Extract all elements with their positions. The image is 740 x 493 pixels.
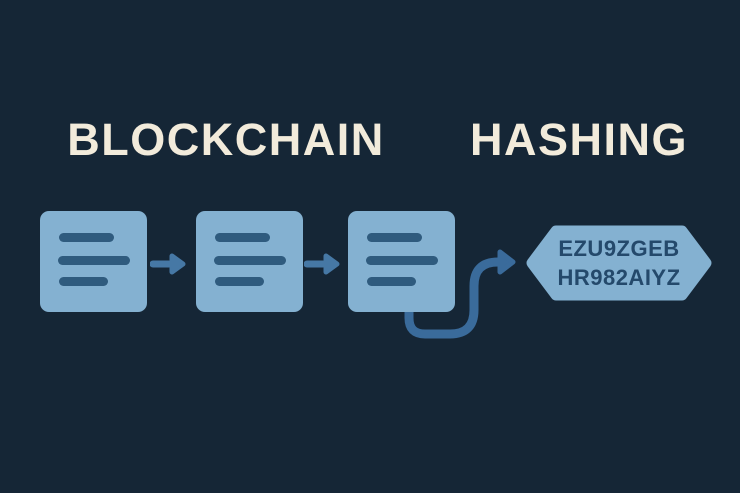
text-line-icon [59, 233, 114, 242]
text-line-icon [367, 233, 422, 242]
right-arrow-icon [304, 253, 340, 275]
block-1-document-icon [40, 211, 147, 312]
curved-right-arrow-icon [404, 249, 516, 339]
text-line-icon [367, 277, 416, 286]
hash-line-1: EZU9ZGEB [558, 235, 680, 261]
text-line-icon [215, 277, 264, 286]
hexagon-tag-icon [526, 225, 712, 301]
block-2-document-icon [196, 211, 303, 312]
text-line-icon [214, 256, 286, 265]
text-line-icon [59, 277, 108, 286]
text-line-icon [215, 233, 270, 242]
hash-line-2: HR982AIYZ [557, 265, 681, 290]
hashing-title: HASHING [469, 114, 689, 165]
block-3-document-icon [348, 211, 455, 312]
hash-value: EZU9ZGEB HR982AIYZ [524, 223, 714, 303]
text-line-icon [58, 256, 130, 265]
right-arrow-icon [150, 253, 186, 275]
text-line-icon [366, 256, 438, 265]
blockchain-title: BLOCKCHAIN [67, 114, 385, 165]
hash-output-badge: EZU9ZGEB HR982AIYZ [524, 223, 714, 303]
